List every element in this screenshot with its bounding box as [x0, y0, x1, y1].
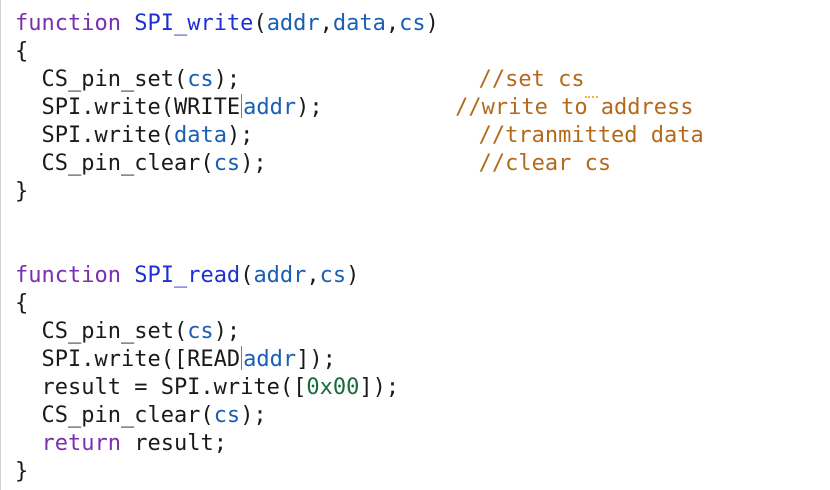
code-comment: //write to address — [455, 95, 694, 120]
code-text: result; — [120, 431, 227, 456]
code-text: , — [319, 11, 333, 36]
code-line[interactable] — [15, 234, 704, 262]
code-line[interactable]: SPI.write(data); //tranmitted data — [15, 122, 704, 150]
code-text: } — [15, 459, 29, 484]
code-variable: addr — [243, 95, 297, 120]
code-text: ); — [240, 151, 267, 176]
code-line[interactable]: CS_pin_set(cs); //set cs — [15, 66, 704, 98]
code-variable: cs — [213, 403, 241, 428]
code-keyword: return — [41, 431, 121, 456]
code-text: result = SPI.write([ — [15, 375, 307, 400]
code-text: SPI.write([READ — [15, 347, 241, 372]
code-variable: addr — [243, 347, 297, 372]
code-variable: addr — [253, 263, 307, 288]
code-line[interactable]: return result; — [15, 430, 704, 458]
text-caret — [241, 94, 243, 118]
code-block[interactable]: function SPI_write(addr,data,cs){ CS_pin… — [15, 10, 704, 486]
code-text — [253, 123, 478, 148]
code-text: ( — [240, 263, 254, 288]
code-text — [15, 431, 42, 456]
code-variable: cs — [399, 11, 426, 36]
code-text: { — [15, 39, 29, 64]
code-line[interactable]: CS_pin_set(cs); — [15, 318, 704, 346]
code-variable: cs — [213, 151, 241, 176]
code-comment: //tranmitted data — [478, 123, 704, 148]
code-text — [240, 67, 478, 92]
code-variable: data — [173, 123, 227, 148]
code-text: ); — [240, 403, 267, 428]
code-text: ]); — [296, 347, 336, 372]
code-variable: addr — [266, 11, 320, 36]
code-keyword: function — [15, 11, 121, 36]
code-keyword: function — [15, 263, 121, 288]
code-text — [323, 95, 455, 120]
code-comment: //clear cs — [478, 151, 612, 176]
code-text: SPI.write(WRITE — [15, 95, 241, 120]
code-text: } — [15, 179, 29, 204]
code-text: ) — [346, 263, 360, 288]
code-line[interactable]: function SPI_read(addr,cs) — [15, 262, 704, 290]
code-text — [267, 151, 479, 176]
code-variable: data — [332, 11, 386, 36]
code-text — [121, 11, 134, 36]
code-line[interactable] — [15, 206, 704, 234]
code-line[interactable]: result = SPI.write([0x00]); — [15, 374, 704, 402]
code-line[interactable]: CS_pin_clear(cs); //clear cs — [15, 150, 704, 178]
code-function-name: SPI_write — [134, 11, 254, 36]
code-line[interactable]: { — [15, 290, 704, 318]
code-text: SPI.write( — [15, 123, 174, 148]
code-variable: cs — [187, 319, 214, 344]
code-text: ]); — [359, 375, 400, 400]
code-text: ); — [226, 123, 254, 148]
code-number: 0x00 — [306, 375, 360, 400]
code-text: CS_pin_set( — [15, 67, 188, 92]
code-variable: cs — [187, 67, 214, 92]
code-text: ( — [253, 11, 267, 36]
code-text: CS_pin_clear( — [15, 151, 214, 176]
text-caret — [241, 346, 243, 370]
code-text: , — [385, 11, 400, 36]
code-function-name: SPI_read — [134, 263, 241, 288]
code-text: , — [306, 263, 320, 288]
code-variable: cs — [319, 263, 347, 288]
code-line[interactable]: function SPI_write(addr,data,cs) — [15, 10, 704, 38]
code-text — [121, 263, 134, 288]
code-text: CS_pin_clear( — [15, 403, 214, 428]
code-text: ) — [425, 11, 439, 36]
code-text: ); — [213, 319, 241, 344]
code-comment: //set cs — [478, 67, 585, 92]
code-line[interactable]: CS_pin_clear(cs); — [15, 402, 704, 430]
code-text: { — [15, 291, 29, 316]
code-text: ); — [213, 67, 241, 92]
code-line[interactable]: } — [15, 458, 704, 486]
code-text: CS_pin_set( — [15, 319, 188, 344]
code-line[interactable]: { — [15, 38, 704, 66]
code-line[interactable]: } — [15, 178, 704, 206]
code-text: ); — [296, 95, 323, 120]
